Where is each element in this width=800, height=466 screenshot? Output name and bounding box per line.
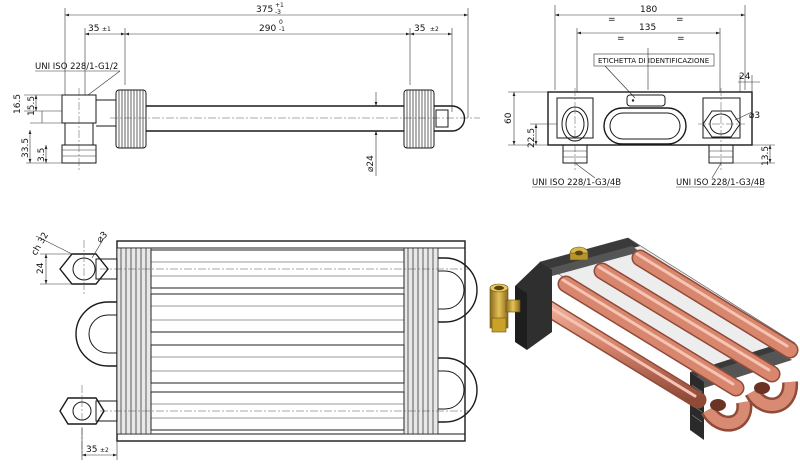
- dim-3-5: 3.5: [37, 148, 47, 162]
- isometric-view: [489, 237, 799, 440]
- dim-right-offset-tol: ±2: [430, 26, 439, 33]
- iso-brass-fitting: [489, 283, 521, 333]
- dim-bottom-35: 35: [86, 445, 97, 455]
- dim-right-offset: 35: [414, 24, 425, 34]
- front-tubes: [100, 249, 470, 431]
- dim-front-24: 24: [36, 262, 46, 274]
- dim-height-60: 60: [504, 112, 514, 124]
- dim-center-tol-lower: -1: [279, 26, 285, 33]
- front-fin-bank-right: [403, 247, 439, 435]
- top-fin-pack-left: [115, 89, 147, 149]
- equal-mark-2: =: [676, 15, 684, 25]
- dim-13-5: 13.5: [761, 146, 771, 166]
- front-fin-bank-left: [116, 247, 152, 435]
- dim-inner-135: 135: [639, 23, 656, 33]
- dim-center-tol-upper: 0: [279, 19, 283, 26]
- dim-33-5: 33.5: [21, 138, 31, 158]
- iso-top-nut: [569, 246, 589, 261]
- dim-side-diameter-3: ⌀3: [749, 111, 760, 121]
- dim-left-offset-tol: ±1: [102, 26, 111, 33]
- dim-side-24: 24: [739, 72, 751, 82]
- dim-overall-length: 375: [256, 5, 273, 15]
- dim-hex-ch32: ch 32: [30, 231, 51, 258]
- iso-tubes: [519, 249, 799, 409]
- dim-bottom-35-tol: ±2: [100, 447, 109, 454]
- side-plate: [547, 91, 753, 146]
- dim-tube-diameter: ⌀24: [366, 155, 376, 172]
- equal-mark-1: =: [608, 15, 616, 25]
- front-view: ch 32 ⌀3 24 35 ±2: [30, 230, 478, 460]
- equal-mark-3: =: [617, 34, 625, 44]
- dim-front-diameter-3: ⌀3: [95, 230, 110, 245]
- dim-left-offset: 35: [88, 24, 99, 34]
- label-identification-tag: ETICHETTA DI IDENTIFICAZIONE: [598, 57, 709, 65]
- dim-16-5: 16.5: [13, 94, 23, 114]
- dim-15-5: 15.5: [27, 96, 37, 116]
- label-connection-g12: UNI ISO 228/1-G1/2: [35, 62, 118, 72]
- label-connection-right: UNI ISO 228/1-G3/4B: [676, 178, 765, 188]
- dim-overall-tol-upper: +1: [275, 2, 284, 9]
- dim-width-180: 180: [640, 5, 657, 15]
- dim-22-5: 22.5: [527, 128, 537, 148]
- top-fin-pack-right: [403, 89, 435, 149]
- side-view: 180 = = 135 = = ETICHETTA DI IDENTIFICAZ…: [504, 5, 775, 188]
- front-hex-fitting-top: [59, 240, 118, 296]
- dim-overall-tol-lower: -3: [275, 9, 281, 16]
- dim-center-distance: 290: [259, 24, 276, 34]
- equal-mark-4: =: [677, 34, 685, 44]
- label-connection-left: UNI ISO 228/1-G3/4B: [532, 178, 621, 188]
- top-view: 375 +1 -3 35 ±1 290 0 -1 35 ±2 UNI ISO 2…: [13, 2, 480, 176]
